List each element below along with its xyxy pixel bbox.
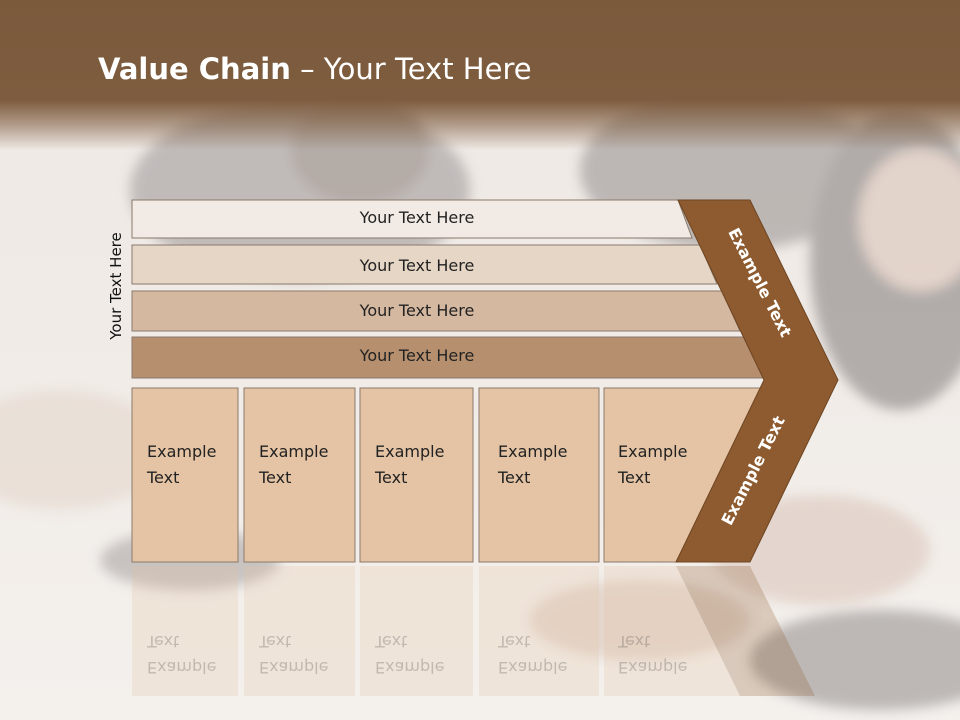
title-bar — [0, 0, 960, 150]
box-text-5-line2: Text — [618, 468, 651, 487]
reflection-text-3-line1: Example — [375, 658, 445, 677]
title-rest: – Your Text Here — [290, 52, 532, 86]
box-text-4-line2: Text — [498, 468, 531, 487]
box-2 — [243, 387, 356, 563]
reflection-text-2-line1: Example — [259, 658, 329, 677]
box-text-1-line2: Text — [147, 468, 180, 487]
box-text-2-line1: Example — [259, 442, 329, 461]
reflection-text-3: Example Text — [375, 628, 444, 680]
box-text-4-line1: Example — [498, 442, 568, 461]
box-text-1-line1: Example — [147, 442, 217, 461]
row-bar-1 — [131, 199, 693, 239]
box-text-3-line2: Text — [375, 468, 408, 487]
reflection-text-5-line1: Example — [618, 658, 688, 677]
box-text-5-line1: Example — [618, 442, 688, 461]
reflection-text-1-line2: Text — [147, 632, 180, 651]
box-text-3-line1: Example — [375, 442, 445, 461]
box-text-4: Example Text — [498, 439, 593, 491]
title-bold: Value Chain — [98, 52, 291, 86]
row-label-4: Your Text Here — [359, 346, 475, 365]
row-label-3: Your Text Here — [359, 301, 475, 320]
reflection-text-1-line1: Example — [147, 658, 217, 677]
slide-title: Value Chain – Your Text Here — [98, 52, 532, 86]
reflection-text-3-line2: Text — [375, 632, 408, 651]
box-1 — [131, 387, 239, 563]
box-4 — [478, 387, 600, 563]
reflection-text-2-line2: Text — [259, 632, 292, 651]
box-text-2: Example Text — [259, 439, 354, 491]
reflection-text-5-line2: Text — [618, 632, 651, 651]
box-text-2-line2: Text — [259, 468, 292, 487]
box-text-1: Example Text — [147, 439, 242, 491]
reflection-text-4-line2: Text — [498, 632, 531, 651]
box-text-3: Example Text — [375, 439, 470, 491]
reflection-text-2: Example Text — [259, 628, 328, 680]
row-label-1: Your Text Here — [359, 208, 475, 227]
box-text-5: Example Text — [618, 439, 713, 491]
reflection-text-1: Example Text — [147, 628, 216, 680]
reflection-text-5: Example Text — [618, 628, 687, 680]
row-bar-3 — [131, 290, 741, 332]
row-label-2: Your Text Here — [359, 256, 475, 275]
reflection-text-4-line1: Example — [498, 658, 568, 677]
reflection-text-4: Example Text — [498, 628, 567, 680]
diagram-reflection — [132, 566, 815, 696]
box-3 — [359, 387, 474, 563]
chevron-arrow — [675, 199, 839, 563]
row-bar-2 — [131, 244, 718, 285]
